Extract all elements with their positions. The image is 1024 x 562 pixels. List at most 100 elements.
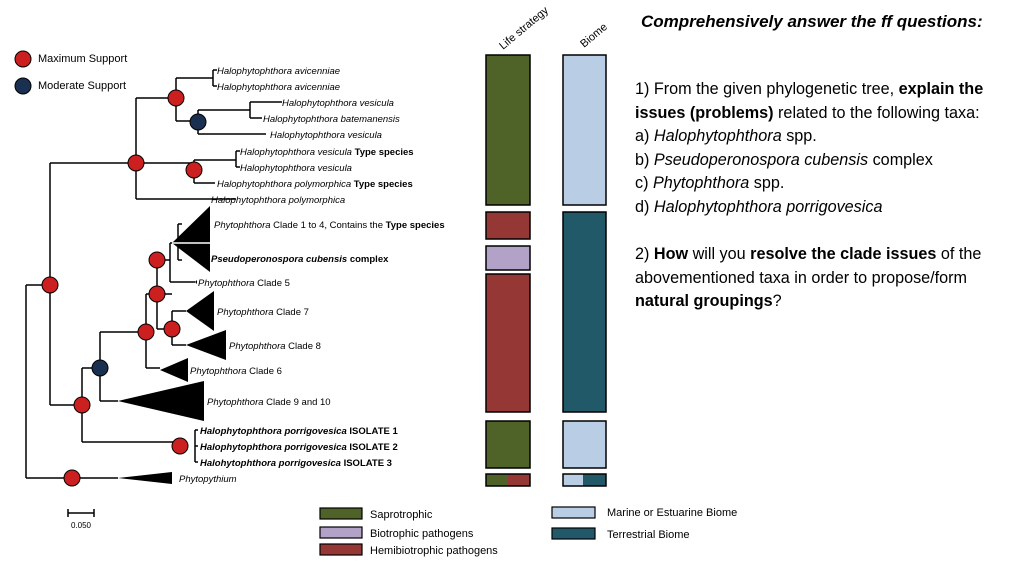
item-b-taxon: Pseudoperonospora cubensis	[653, 150, 869, 169]
hemibiotrophic-swatch	[319, 543, 363, 556]
marine-swatch	[551, 506, 596, 519]
node-max-support	[137, 323, 155, 341]
life-bar-biotrophic	[485, 245, 531, 271]
taxon-label: Halophytophthora porrigovesica ISOLATE 2	[200, 442, 398, 453]
terrestrial-swatch	[551, 527, 596, 540]
taxon-label: Halophytophthora avicenniae	[217, 82, 340, 93]
taxon-label-part: ISOLATE 3	[341, 458, 392, 469]
biome-header: Biome	[578, 21, 610, 50]
question-item-a: a) Halophytophthora spp.	[635, 125, 1020, 149]
saprotrophic-swatch	[319, 507, 363, 520]
q2-bold-resolve: resolve the clade issues	[750, 245, 937, 263]
taxon-label-part: Halophytophthora vesicula	[270, 130, 382, 141]
max-support-legend-label: Maximum Support	[38, 53, 127, 65]
item-b-rest: complex	[868, 150, 933, 169]
collapsed-clades	[118, 206, 226, 484]
questions-title: Comprehensively answer the ff questions:	[641, 12, 983, 31]
taxon-label: Phytophthora Clade 8	[229, 341, 321, 352]
node-max-support	[63, 469, 81, 487]
clade-triangle-1-4	[172, 206, 210, 243]
taxon-label-part: Phytopythium	[179, 474, 237, 485]
node-max-support	[148, 251, 166, 269]
taxon-label-part: Clade 7	[274, 307, 309, 318]
taxon-label-part: Clade 1 to 4, Contains the	[271, 220, 386, 231]
taxon-label-part: Phytophthora	[217, 307, 274, 318]
taxon-label: Phytopythium	[179, 474, 237, 485]
taxon-label: Halophytophthora avicenniae	[217, 66, 340, 77]
life-strategy-header: Life strategy	[497, 4, 551, 52]
item-c-prefix: c)	[635, 174, 653, 192]
taxon-label-part: Phytophthora	[198, 278, 255, 289]
phytopythium-trait-bars	[485, 473, 607, 487]
q2-lead: 2)	[635, 245, 654, 263]
taxon-label-part: Type species	[352, 147, 414, 158]
node-max-support	[73, 396, 91, 414]
q1-lead: 1) From the given phylogenetic tree,	[635, 80, 899, 98]
biome-bar-marine	[562, 420, 607, 469]
taxon-label: Halophytophthora polymorphica Type speci…	[217, 179, 413, 190]
taxon-label-part: Type species	[351, 179, 413, 190]
biome-bar-terrestrial	[562, 211, 607, 413]
taxon-label-part: ISOLATE 1	[347, 426, 399, 437]
taxon-label-part: Phytophthora	[190, 366, 247, 377]
q2-rest: of the abovementioned taxa in order to p…	[635, 245, 982, 287]
taxon-label: Halophytophthora vesicula	[270, 130, 382, 141]
q2-mid: will you	[688, 245, 751, 263]
taxon-label-part: Clade 9 and 10	[264, 397, 331, 408]
taxon-label-part: Clade 8	[286, 341, 321, 352]
taxon-label-part: Halophytophthora avicenniae	[217, 82, 340, 93]
taxon-label-part: Halophytophthora porrigovesica	[200, 426, 347, 437]
item-d-taxon: Halophytophthora porrigovesica	[653, 197, 883, 216]
life-bar-saprotrophic	[485, 54, 531, 206]
clade-triangle-9-10	[118, 381, 204, 421]
taxon-label-part: Type species	[386, 220, 445, 231]
taxon-label-part: Halophytophthora batemanensis	[263, 114, 400, 125]
clade-triangle-phytopythium	[118, 472, 172, 484]
node-max-support	[167, 89, 185, 107]
item-c-rest: spp.	[749, 174, 785, 192]
biotrophic-swatch	[319, 526, 363, 539]
question-2: 2) How will you resolve the clade issues…	[635, 243, 1020, 314]
taxon-label: Halophytophthora vesicula	[282, 98, 394, 109]
item-d-prefix: d)	[635, 197, 654, 216]
biotrophic-label: Biotrophic pathogens	[370, 528, 474, 540]
q1-bold: explain the issues (problems)	[635, 80, 984, 122]
taxon-label: Phytophthora Clade 9 and 10	[207, 397, 331, 408]
marine-label: Marine or Estuarine Biome	[607, 507, 737, 519]
trait-bars	[485, 54, 607, 469]
taxon-label-part: Clade 6	[247, 366, 282, 377]
node-moderate-support	[91, 359, 109, 377]
q2-bold-how: How	[653, 245, 689, 263]
taxon-label: Pseudoperonospora cubensis complex	[211, 254, 389, 265]
node-moderate-support	[189, 113, 207, 131]
tree-branches	[25, 69, 282, 479]
item-c-taxon: Phytophthora	[652, 174, 750, 192]
support-nodes	[41, 89, 207, 487]
taxon-label: Halophytophthora vesicula	[240, 163, 352, 174]
taxon-label-part: Clade 5	[255, 278, 290, 289]
taxon-label-part: Halohytophthora porrigovesica	[200, 458, 341, 469]
hemibiotrophic-label: Hemibiotrophic pathogens	[370, 545, 498, 557]
clade-triangle-pseudoperonospora	[172, 243, 210, 272]
taxon-label-part: Halophytophthora polymorphica	[211, 195, 345, 206]
item-a-taxon: Halophytophthora	[653, 127, 782, 145]
taxon-label-part: Halophytophthora polymorphica	[217, 179, 351, 190]
life-bar-hemibiotrophic	[485, 273, 531, 413]
scale-bar	[67, 509, 95, 517]
saprotrophic-label: Saprotrophic	[370, 509, 433, 521]
biome-bar-marine	[562, 54, 607, 206]
taxon-label: Phytophthora Clade 6	[190, 366, 282, 377]
taxon-label: Phytophthora Clade 7	[217, 307, 309, 318]
life-bar-hemibiotrophic	[485, 211, 531, 240]
taxon-label: Halophytophthora batemanensis	[263, 114, 400, 125]
item-a-prefix: a)	[635, 127, 654, 145]
taxon-label-part: ISOLATE 2	[347, 442, 398, 453]
q2-bold-natural: natural groupings	[635, 292, 773, 310]
taxon-label-part: Halophytophthora vesicula	[282, 98, 394, 109]
taxon-label-part: Halophytophthora vesicula	[240, 163, 352, 174]
node-max-support	[148, 285, 166, 303]
node-max-support	[41, 276, 59, 294]
trait-legend-labels: Saprotrophic Biotrophic pathogens Hemibi…	[370, 507, 737, 557]
taxon-label-part: Phytophthora	[214, 220, 271, 231]
taxon-label-part: Phytophthora	[229, 341, 286, 352]
